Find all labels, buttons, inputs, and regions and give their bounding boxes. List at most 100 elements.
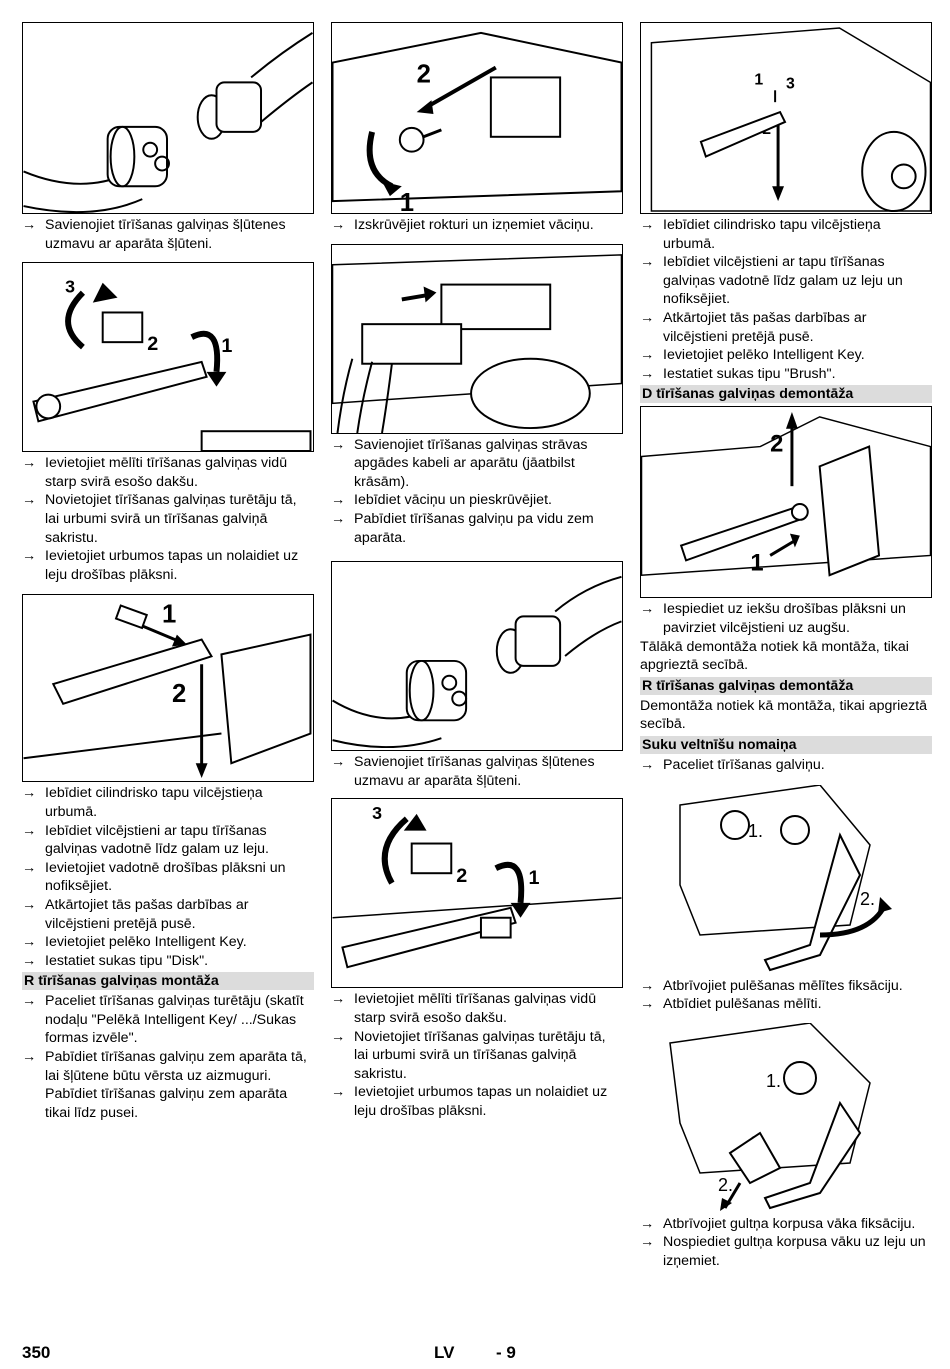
figure-hose-connection-2 (331, 561, 623, 752)
page-suffix: - 9 (496, 1343, 516, 1362)
tie-rod-illustration: 1 3 2 (650, 27, 931, 213)
list-item: →Atbrīvojiet pulēšanas mēlītes fiksāciju… (640, 977, 903, 994)
callout-label: 2. (860, 889, 875, 909)
page-number: 350 (22, 1343, 51, 1362)
arrow-icon: → (640, 347, 655, 364)
list-item: →Novietojiet tīrīšanas galviņas turētāju… (331, 1028, 606, 1082)
fork-insertion-illustration: 3 2 1 (32, 277, 312, 452)
arrow-icon: → (331, 436, 346, 453)
hose-coupling-illustration (332, 576, 622, 749)
figure-bearing-cover: 1. 3. 2. (640, 1022, 932, 1213)
arrow-icon: → (22, 822, 37, 839)
list-item: →Iestatiet sukas tipu "Disk". (22, 952, 209, 969)
figure-fork-insertion-2: 3 2 1 (331, 798, 623, 989)
section-heading-suku-nomaina: Suku veltnīšu nomaiņa (640, 735, 932, 754)
list-item: →Atkārtojiet tās pašas darbības ar vilcē… (22, 896, 249, 932)
list-item: →Atbīdiet pulēšanas mēlīti. (640, 996, 822, 1013)
arrow-icon: → (22, 1049, 37, 1066)
arrow-icon: → (640, 977, 655, 994)
figure-fork-insertion: 3 2 1 (22, 262, 314, 453)
cover-removal-illustration: 2 1 (332, 31, 622, 213)
section-heading-r-montaza: R tīrīšanas galviņas montāža (22, 972, 314, 991)
list-item: →Savienojiet tīrīšanas galviņas šļūtenes… (331, 754, 595, 789)
list-item: →Izskrūvējiet rokturi un izņemiet vāciņu… (331, 217, 594, 233)
list-item: →Ievietojiet vadotnē drošības plāksni un… (22, 859, 286, 895)
arrow-icon: → (331, 1028, 346, 1045)
callout-label: 1. (766, 1071, 781, 1091)
arrow-icon: → (331, 991, 346, 1008)
callout-label: 1 (750, 550, 763, 577)
callout-label: 2 (770, 431, 783, 458)
section-heading-d-demontaza: D tīrīšanas galviņas demontāža (640, 385, 932, 404)
list-item: →Iestatiet sukas tipu "Brush". (640, 365, 836, 382)
column-3: 1 3 2 →Iebīdiet cilindrisko tapu vilcējs… (640, 22, 932, 1270)
list-item: →Iebīdiet vilcējstieni ar tapu tīrīšanas… (22, 822, 269, 858)
figure-hose-connection-1 (22, 22, 314, 214)
list-item: →Savienojiet tīrīšanas galviņas strāvas … (331, 436, 588, 490)
bearing-cover-illustration: 1. 3. 2. (669, 1022, 871, 1211)
list-item: →Iebīdiet vāciņu un pieskrūvējiet. (331, 492, 552, 509)
arrow-icon: → (640, 1215, 655, 1232)
arrow-icon: → (22, 217, 37, 233)
figure-tie-rod-removal: 2 1 (640, 406, 932, 599)
tie-rod-removal-illustration: 2 1 (641, 412, 931, 577)
arrow-icon: → (331, 510, 346, 527)
list-item: →Savienojiet tīrīšanas galviņas šļūtenes… (22, 217, 286, 252)
list-item: →Ievietojiet urbumos tapas un nolaidiet … (331, 1084, 608, 1119)
callout-label: 1 (528, 867, 539, 889)
fork-insertion-illustration: 3 2 1 (332, 803, 622, 969)
arrow-icon: → (640, 1234, 655, 1251)
callout-label: 1. (748, 821, 763, 841)
figure-squeegee-release: 1. 2. (640, 784, 932, 975)
callout-label: 3 (786, 75, 795, 92)
list-item: →Atbrīvojiet gultņa korpusa vāka fiksāci… (640, 1215, 916, 1232)
callout-label: 2 (456, 865, 467, 887)
arrow-icon: → (640, 217, 655, 233)
list-item: →Pabīdiet tīrīšanas galviņu pa vidu zem … (331, 510, 594, 546)
figure-tie-rod-brush: 1 3 2 (640, 22, 932, 214)
column-2: 2 1 →Izskrūvējiet rokturi un izņemiet vā… (331, 22, 623, 1121)
body-text: Demontāža notiek kā montāža, tikai apgri… (640, 697, 928, 733)
arrow-icon: → (640, 601, 655, 618)
hose-coupling-illustration (23, 32, 313, 213)
list-item: →Iebīdiet cilindrisko tapu vilcējstieņa … (22, 785, 263, 820)
arrow-icon: → (640, 996, 655, 1013)
callout-label: 1 (221, 335, 232, 357)
arrow-icon: → (22, 492, 37, 509)
list-item: →Iespiediet uz iekšu drošības plāksni un… (640, 601, 906, 636)
arrow-icon: → (331, 754, 346, 771)
list-item: →Ievietojiet pelēko Intelligent Key. (22, 934, 247, 951)
section-heading-r-demontaza: R tīrīšanas galviņas demontāža (640, 676, 932, 695)
figure-cover-removal: 2 1 (331, 22, 623, 214)
list-item: →Paceliet tīrīšanas galviņu. (640, 756, 825, 773)
arrow-icon: → (22, 934, 37, 951)
callout-label: 1 (754, 71, 763, 88)
list-item: →Atkārtojiet tās pašas darbības ar vilcē… (640, 309, 867, 345)
squeegee-release-illustration: 1. 2. (679, 784, 892, 971)
cable-connector-illustration (332, 253, 622, 433)
list-item: →Pabīdiet tīrīšanas galviņu zem aparāta … (22, 1049, 307, 1121)
callout-label: 2 (147, 333, 158, 355)
note-text: Tālākā demontāža notiek kā montāža, tika… (640, 638, 909, 674)
arrow-icon: → (331, 217, 346, 233)
callout-label: 1 (400, 189, 414, 213)
arrow-icon: → (640, 756, 655, 773)
callout-label: 3 (65, 277, 75, 297)
list-item: →Iebīdiet cilindrisko tapu vilcējstieņa … (640, 217, 881, 252)
list-item: →Ievietojiet urbumos tapas un nolaidiet … (22, 548, 299, 583)
language-code: LV (434, 1343, 455, 1362)
arrow-icon: → (22, 859, 37, 876)
arrow-icon: → (22, 993, 37, 1010)
arrow-icon: → (640, 254, 655, 271)
arrow-icon: → (22, 785, 37, 802)
arrow-icon: → (640, 309, 655, 326)
list-item: →Ievietojiet mēlīti tīrīšanas galviņas v… (331, 991, 597, 1026)
list-item: →Paceliet tīrīšanas galviņas turētāju (s… (22, 993, 304, 1047)
callout-label: 2. (718, 1175, 733, 1195)
list-item: →Novietojiet tīrīšanas galviņas turētāju… (22, 492, 297, 546)
list-item: →Nospiediet gultņa korpusa vāku uz leju … (640, 1234, 926, 1269)
arrow-icon: → (640, 365, 655, 382)
list-item: →Ievietojiet mēlīti tīrīšanas galviņas v… (22, 455, 288, 490)
callout-label: 2 (172, 680, 186, 708)
arrow-icon: → (22, 896, 37, 913)
